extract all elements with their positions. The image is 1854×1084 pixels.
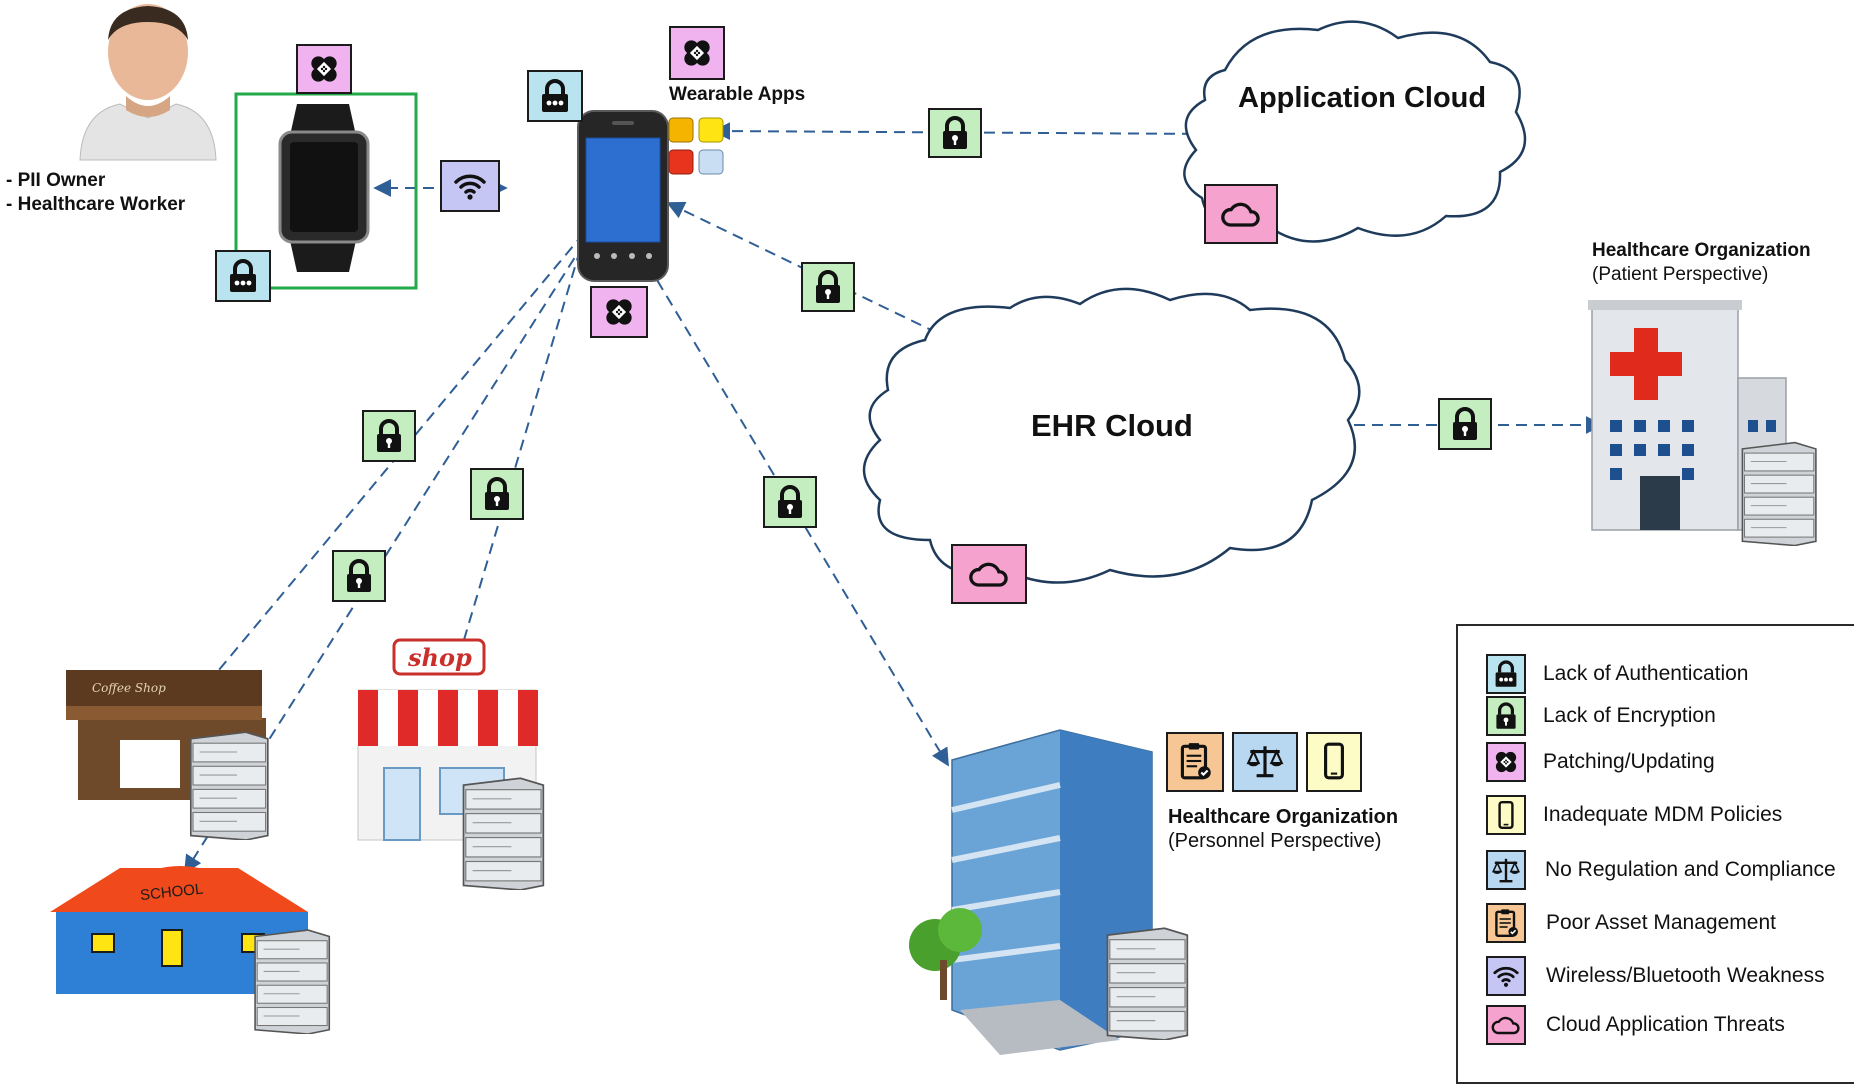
wireless-icon xyxy=(440,160,500,212)
smartphone-icon xyxy=(1486,795,1526,835)
encryption-icon-school xyxy=(332,550,386,602)
encryption-icon-coffee xyxy=(362,410,416,462)
regulation-icon-personnel xyxy=(1232,732,1298,792)
coffee-shop-sign: Coffee Shop xyxy=(92,681,166,695)
legend-label: Poor Asset Management xyxy=(1546,911,1776,934)
link-phone-coffee xyxy=(196,232,585,697)
legend-label: No Regulation and Compliance xyxy=(1545,858,1836,881)
link-phone-app-cloud xyxy=(712,122,1216,143)
mdm-icon-personnel xyxy=(1306,732,1362,792)
encryption-icon-ehr xyxy=(801,262,855,312)
auth-icon-watch xyxy=(215,250,271,302)
wearable-apps-label: Wearable Apps xyxy=(669,84,806,105)
cloud-icon xyxy=(1486,1005,1526,1045)
padlock-icon xyxy=(1486,696,1526,736)
coffee-shop-building: Coffee Shop xyxy=(66,670,269,840)
person-avatar xyxy=(79,4,217,161)
legend-label: Lack of Authentication xyxy=(1543,662,1749,685)
bandage-icon xyxy=(1486,742,1526,782)
smartwatch xyxy=(234,92,418,290)
link-phone-ehr-cloud xyxy=(666,201,1016,372)
personnel-org-perspective: (Personnel Perspective) xyxy=(1168,830,1382,852)
encryption-icon-personnel xyxy=(763,476,817,528)
wearable-boundary xyxy=(234,92,418,290)
wearable-app-tiles xyxy=(668,117,724,175)
shop-sign: shop xyxy=(407,643,472,672)
encryption-icon-app-cloud xyxy=(928,108,982,158)
application-cloud-title: Application Cloud xyxy=(1238,82,1487,114)
patching-icon-apps xyxy=(669,26,725,80)
legend-label: Lack of Encryption xyxy=(1543,704,1716,727)
smartphone xyxy=(577,110,669,282)
patching-icon-watch xyxy=(296,44,352,94)
threat-diagram: Coffee Shop SCHOOL shop xyxy=(50,4,1817,1055)
legend-label: Patching/Updating xyxy=(1543,750,1715,773)
asset-mgmt-icon-personnel xyxy=(1166,732,1224,792)
ehr-cloud-shape xyxy=(862,287,1361,584)
personnel-org-name: Healthcare Organization xyxy=(1168,806,1399,828)
patient-hospital-building xyxy=(1588,300,1817,546)
cloud-threat-icon-ehr xyxy=(951,544,1027,604)
encryption-icon-shop xyxy=(470,468,524,520)
school-building: SCHOOL xyxy=(50,866,331,1034)
personnel-office-building xyxy=(909,729,1189,1055)
shop-building: shop xyxy=(340,638,552,890)
wifi-icon xyxy=(1486,956,1526,996)
person-role-healthcare-worker: - Healthcare Worker xyxy=(6,194,186,215)
clipboard-icon xyxy=(1486,903,1526,943)
cloud-threat-icon-app xyxy=(1204,184,1278,244)
padlock-dots-icon xyxy=(1486,654,1526,694)
patching-icon-phone xyxy=(590,286,648,338)
patient-org-name: Healthcare Organization xyxy=(1592,240,1811,261)
legend-label: Inadequate MDM Policies xyxy=(1543,803,1783,826)
scales-icon xyxy=(1486,850,1526,890)
auth-icon-phone xyxy=(527,70,583,122)
person-role-pii-owner: - PII Owner xyxy=(6,170,106,191)
ehr-cloud-title: EHR Cloud xyxy=(1031,408,1193,443)
encryption-icon-patient-org xyxy=(1438,398,1492,450)
school-sign: SCHOOL xyxy=(139,881,204,905)
patient-org-perspective: (Patient Perspective) xyxy=(1592,264,1769,285)
legend-label: Wireless/Bluetooth Weakness xyxy=(1546,964,1825,987)
link-phone-shop xyxy=(450,249,581,672)
legend-label: Cloud Application Threats xyxy=(1546,1013,1785,1036)
